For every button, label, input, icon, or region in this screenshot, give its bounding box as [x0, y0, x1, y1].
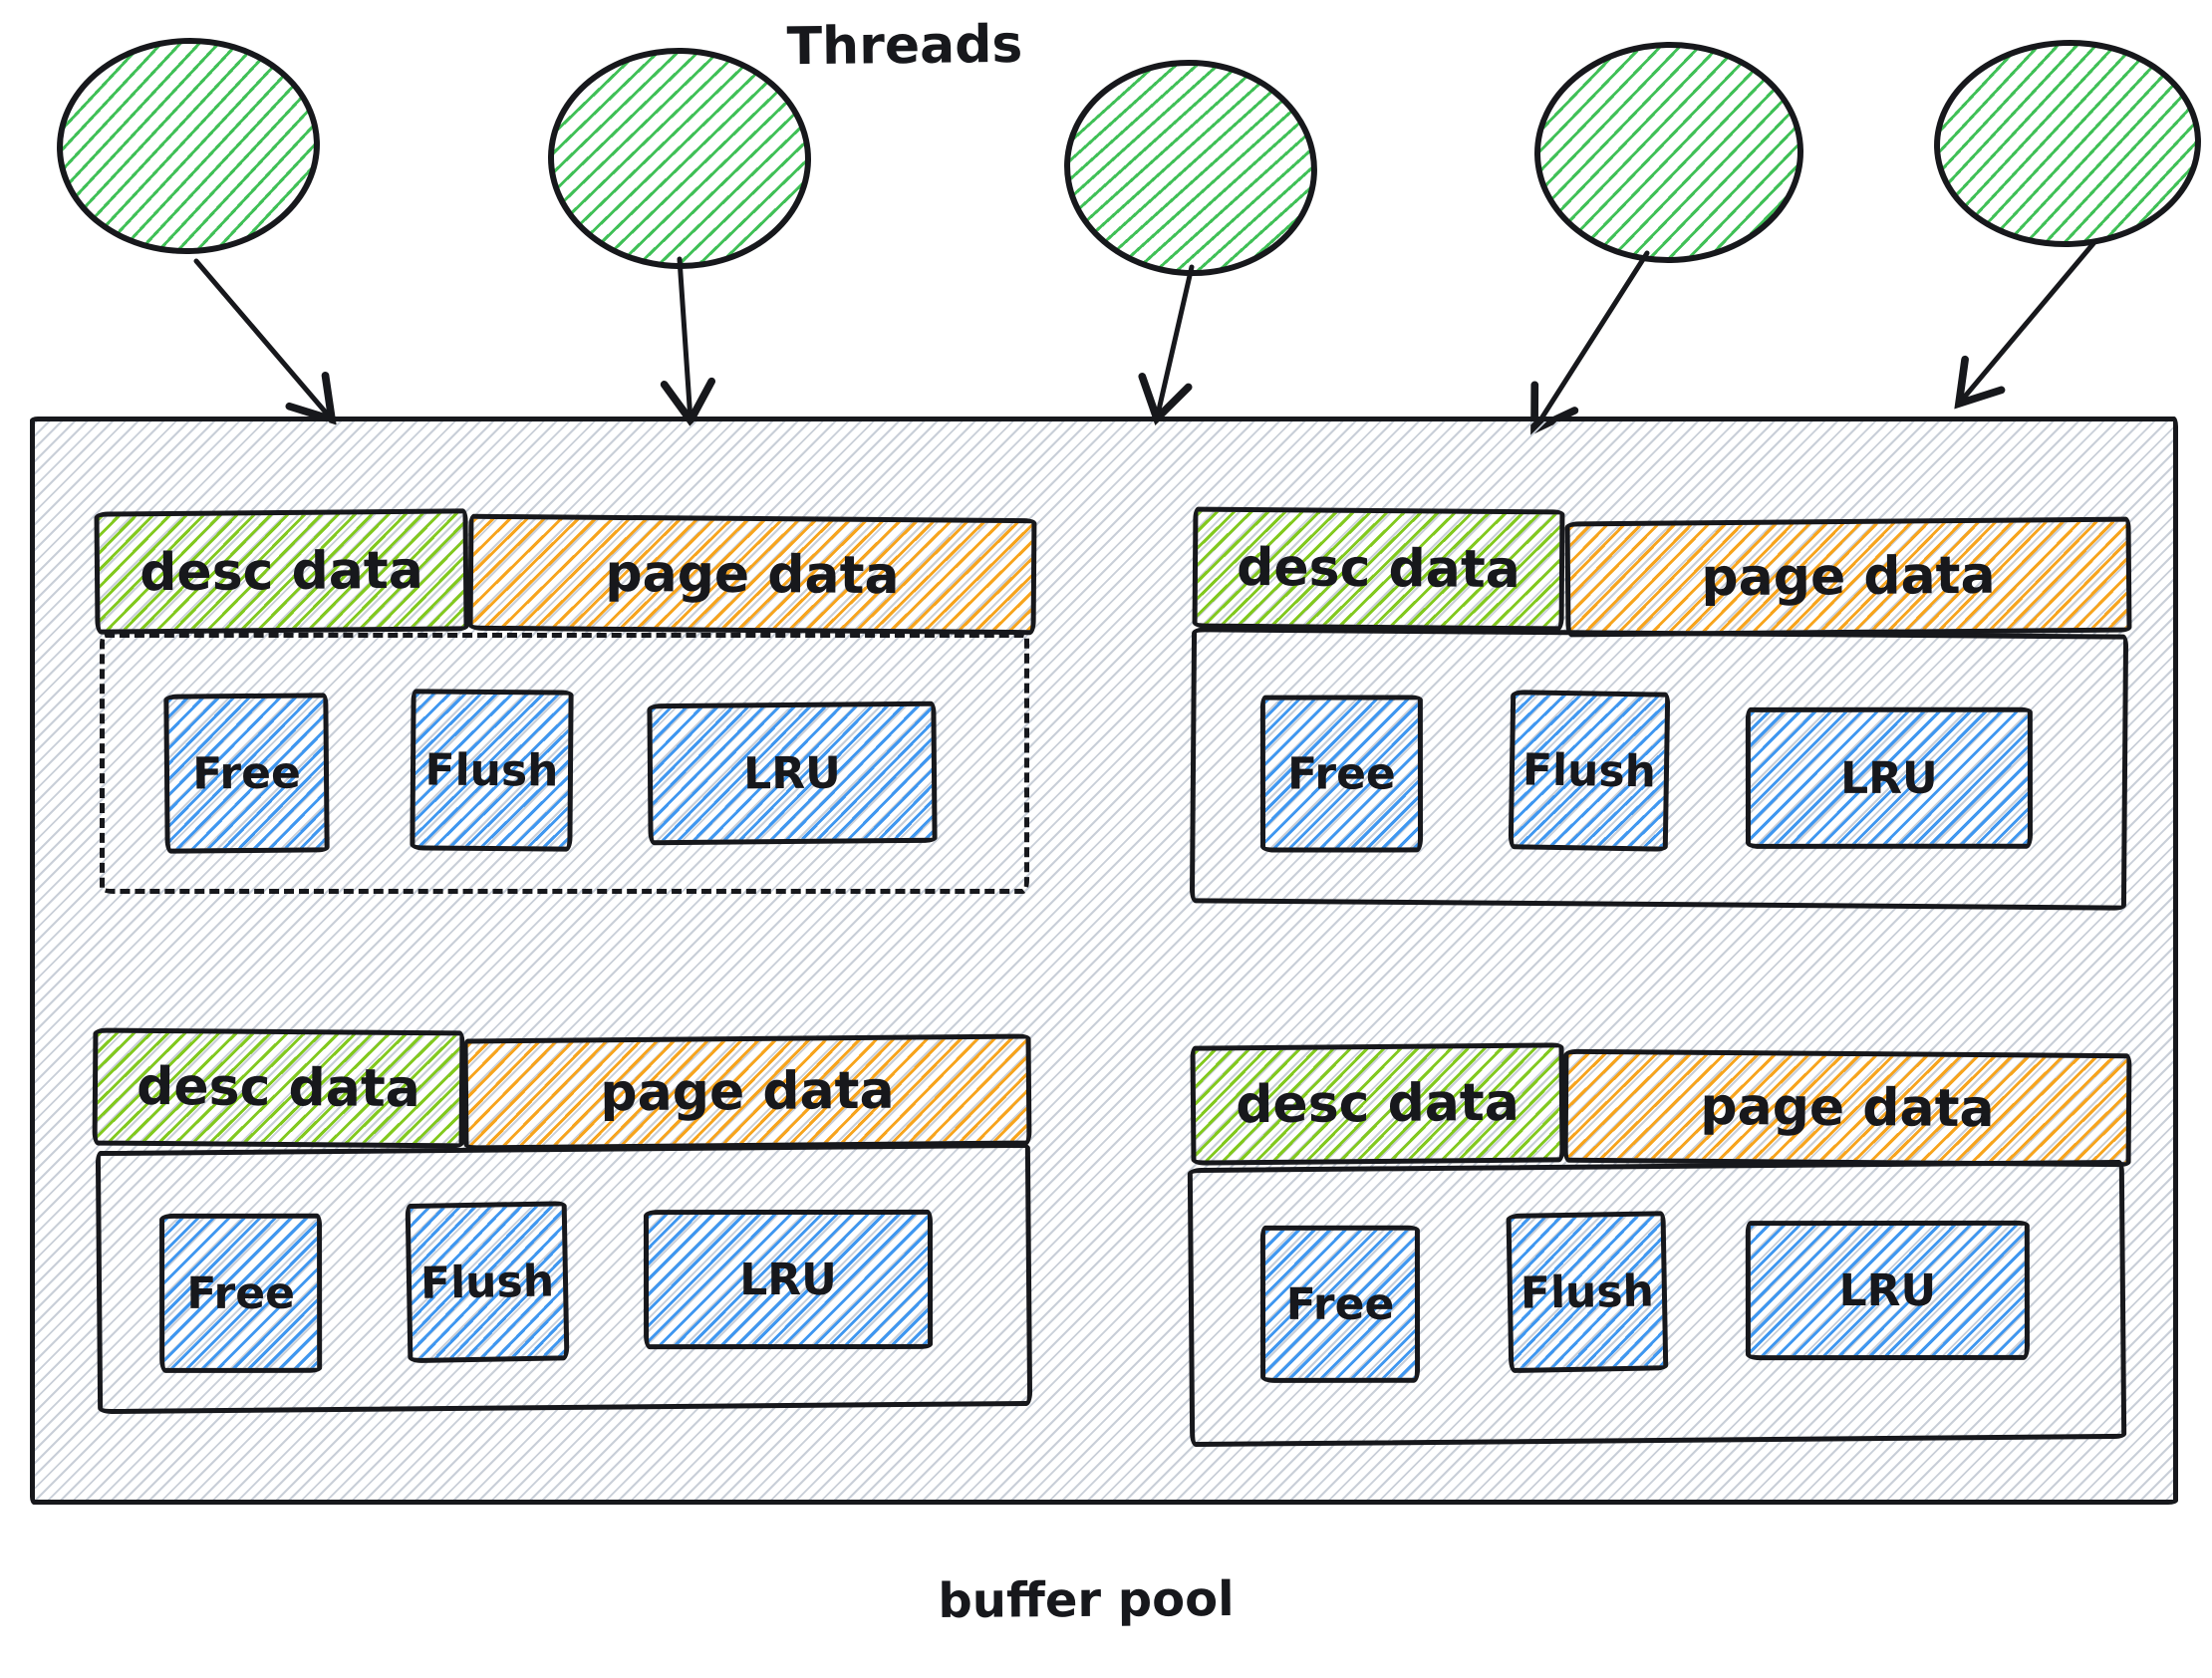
- thread-arrow: [1530, 250, 1650, 436]
- flush-list-label: Flush: [424, 743, 559, 797]
- thread-ellipse: [546, 45, 813, 272]
- page-data-box: page data: [1564, 516, 2132, 638]
- free-list-label: Free: [1285, 1278, 1395, 1330]
- free-list-box: Free: [163, 693, 330, 854]
- desc-data-box: desc data: [92, 1027, 465, 1149]
- desc-data-label: desc data: [138, 540, 424, 603]
- threads-title: Threads: [786, 14, 1023, 78]
- page-data-box: page data: [467, 513, 1037, 636]
- page-data-box: page data: [462, 1033, 1032, 1151]
- free-list-label: Free: [191, 747, 302, 799]
- lru-list-box: LRU: [647, 700, 938, 846]
- desc-data-label: desc data: [136, 1056, 421, 1120]
- flush-list-label: Flush: [1521, 743, 1657, 797]
- thread-arrow: [1954, 238, 2098, 410]
- lru-list-label: LRU: [1838, 1264, 1937, 1316]
- buffer-pool-label: buffer pool: [938, 1570, 1235, 1630]
- instance-body: Free Flush LRU: [95, 1142, 1033, 1415]
- free-list-box: Free: [1259, 1225, 1421, 1383]
- lru-list-box: LRU: [1745, 1220, 2030, 1361]
- thread-ellipse: [53, 33, 324, 259]
- flush-list-box: Flush: [405, 1201, 570, 1364]
- flush-list-box: Flush: [1508, 690, 1671, 852]
- instance-body: Free Flush LRU: [1187, 1159, 2127, 1448]
- page-data-label: page data: [1701, 545, 1996, 609]
- free-list-label: Free: [186, 1267, 295, 1319]
- flush-list-label: Flush: [1520, 1264, 1655, 1319]
- desc-data-label: desc data: [1236, 537, 1521, 601]
- thread-arrow: [193, 258, 337, 425]
- desc-data-label: desc data: [1235, 1072, 1521, 1136]
- lru-list-box: LRU: [643, 1209, 934, 1350]
- flush-list-box: Flush: [1506, 1211, 1669, 1373]
- thread-ellipse: [1930, 35, 2205, 252]
- page-data-label: page data: [600, 1060, 895, 1124]
- free-list-box: Free: [1259, 695, 1424, 853]
- flush-list-label: Flush: [419, 1256, 555, 1309]
- lru-list-label: LRU: [742, 747, 842, 799]
- flush-list-box: Flush: [410, 689, 574, 852]
- thread-arrow: [1138, 264, 1195, 426]
- page-data-label: page data: [1700, 1076, 1995, 1140]
- desc-data-box: desc data: [94, 508, 469, 635]
- lru-list-label: LRU: [739, 1254, 837, 1305]
- desc-data-box: desc data: [1192, 506, 1565, 632]
- buffer-pool: desc data page data Free Flush LRU desc …: [30, 417, 2178, 1505]
- thread-ellipse: [1058, 53, 1323, 283]
- page-data-label: page data: [605, 543, 900, 606]
- lru-list-label: LRU: [1840, 752, 1938, 804]
- instance-body: Free Flush LRU: [1189, 627, 2129, 911]
- page-data-box: page data: [1562, 1048, 2132, 1168]
- desc-data-box: desc data: [1190, 1042, 1565, 1166]
- thread-arrow: [660, 256, 716, 428]
- free-list-box: Free: [159, 1213, 323, 1373]
- thread-ellipse: [1532, 39, 1805, 266]
- free-list-label: Free: [1287, 747, 1396, 800]
- lru-list-box: LRU: [1745, 706, 2033, 849]
- instance-body: Free Flush LRU: [100, 633, 1029, 894]
